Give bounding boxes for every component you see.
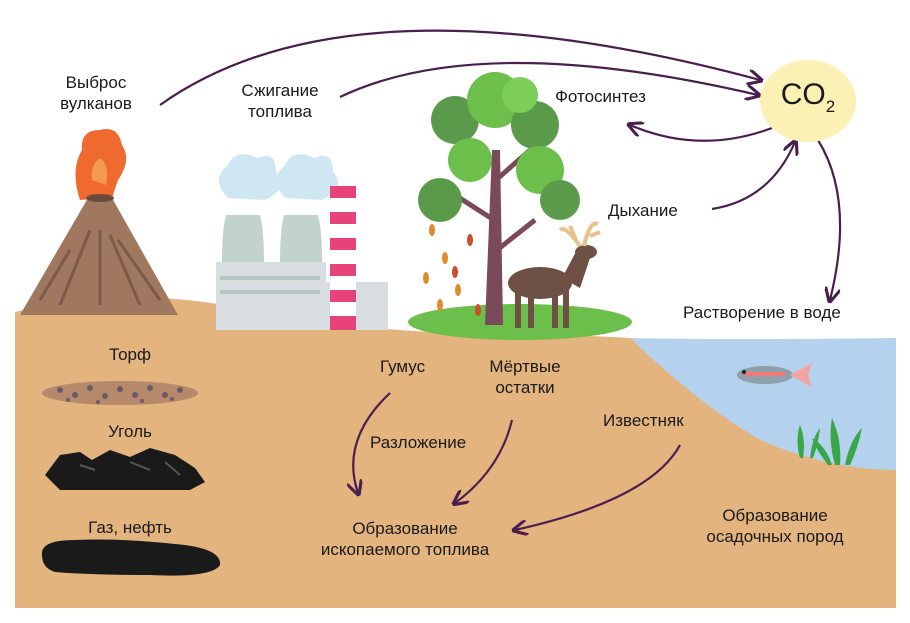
volcano-icon <box>20 129 178 315</box>
peat-label: Торф <box>100 344 160 365</box>
limestone-label: Известняк <box>603 410 684 431</box>
photosynthesis-label: Фотосинтез <box>555 86 646 107</box>
falling-leaves <box>423 224 481 316</box>
decomposition-label: Разложение <box>370 432 466 453</box>
co2-bubble: CO2 <box>760 60 856 142</box>
power-plant-icon <box>216 154 388 330</box>
co2-label: CO2 <box>781 79 835 123</box>
gas-oil-label: Газ, нефть <box>70 517 190 538</box>
arrow-co2-to-water <box>818 140 840 300</box>
humus-label: Гумус <box>380 356 425 377</box>
respiration-label: Дыхание <box>608 200 678 221</box>
coal-label: Уголь <box>100 421 160 442</box>
peat-icon <box>42 381 198 405</box>
arrow-co2-to-photosynthesis <box>630 125 772 141</box>
arrow-respiration-to-co2 <box>712 142 795 209</box>
arrow-burning-to-co2 <box>340 63 758 97</box>
dissolution-label: Растворение в воде <box>683 302 841 323</box>
